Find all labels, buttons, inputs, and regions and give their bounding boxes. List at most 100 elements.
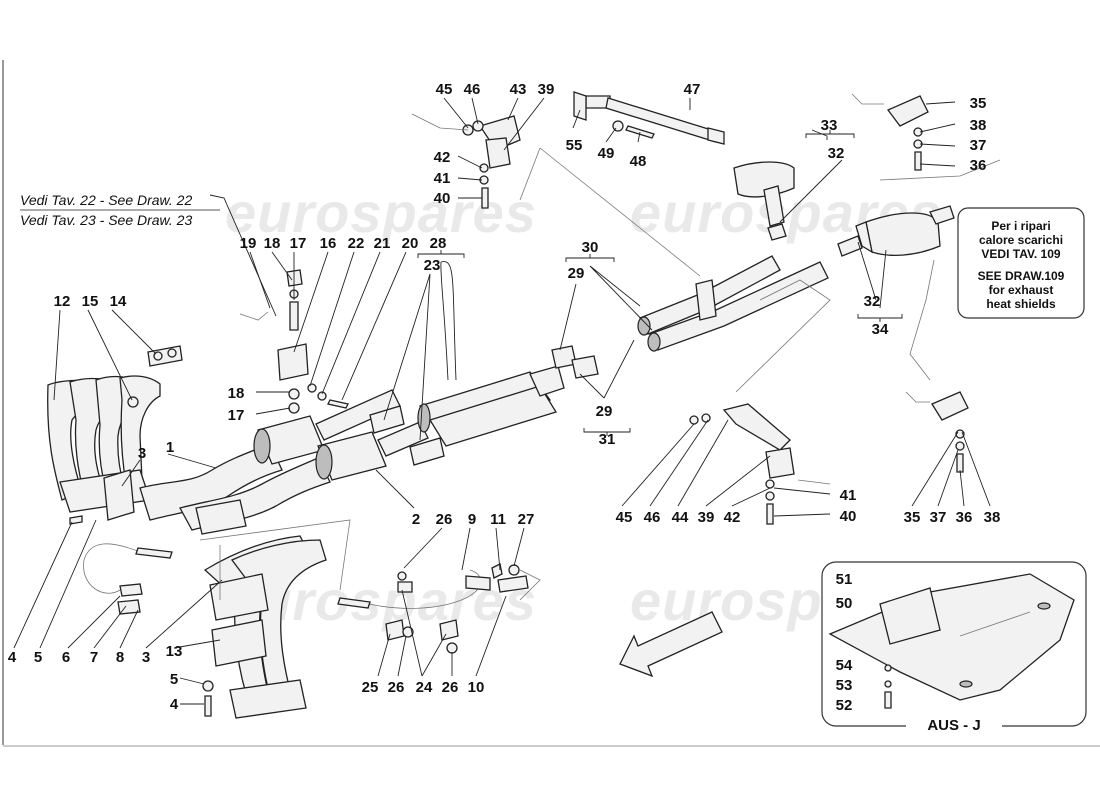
label-6: 6 xyxy=(62,649,70,666)
label-42-lower: 42 xyxy=(724,509,741,526)
bracket-16-19 xyxy=(239,269,349,414)
label-25: 25 xyxy=(362,679,379,696)
note-line-3: VEDI TAV. 109 xyxy=(981,247,1060,261)
inset-aus-j: AUS - J xyxy=(821,561,1087,734)
reference-dashed-lines xyxy=(199,147,1001,601)
heat-shield-note-box: Per i ripari calore scarichi VEDI TAV. 1… xyxy=(957,207,1085,319)
upper-right-hanger-group xyxy=(851,93,929,171)
label-31: 31 xyxy=(599,431,616,448)
note-line-5: for exhaust xyxy=(989,283,1054,297)
label-44: 44 xyxy=(672,509,689,526)
label-1: 1 xyxy=(166,439,174,456)
label-26-lower-a: 26 xyxy=(388,679,405,696)
note-line-2: calore scarichi xyxy=(979,233,1063,247)
label-43: 43 xyxy=(510,81,527,98)
label-38-lower: 38 xyxy=(984,509,1001,526)
label-20: 20 xyxy=(402,235,419,252)
label-16: 16 xyxy=(320,235,337,252)
label-39-lower: 39 xyxy=(698,509,715,526)
label-35-upper: 35 xyxy=(970,95,987,112)
front-pipe-cats xyxy=(139,389,429,535)
y-pipe xyxy=(637,255,829,352)
label-14: 14 xyxy=(110,293,127,310)
label-17: 17 xyxy=(290,235,307,252)
label-5-left: 5 xyxy=(34,649,42,666)
label-52: 52 xyxy=(836,697,853,714)
label-26-lower-b: 26 xyxy=(442,679,459,696)
label-2: 2 xyxy=(412,511,420,528)
label-39: 39 xyxy=(538,81,555,98)
label-26-upper: 26 xyxy=(436,511,453,528)
label-9: 9 xyxy=(468,511,476,528)
label-45: 45 xyxy=(436,81,453,98)
label-15: 15 xyxy=(82,293,99,310)
note-line-4: SEE DRAW.109 xyxy=(978,269,1065,283)
part-number-labels: 45 46 43 39 47 55 49 48 33 32 35 38 37 3… xyxy=(8,81,1001,714)
forward-direction-arrow xyxy=(619,611,723,678)
bolt-4b xyxy=(204,695,212,717)
label-7: 7 xyxy=(90,649,98,666)
label-12: 12 xyxy=(54,293,71,310)
label-47: 47 xyxy=(684,81,701,98)
label-21: 21 xyxy=(374,235,391,252)
skid-plate-bracket xyxy=(879,587,941,645)
label-41-lower: 41 xyxy=(840,487,857,504)
label-29-lower: 29 xyxy=(596,403,613,420)
label-48: 48 xyxy=(630,153,647,170)
label-35-lower: 35 xyxy=(904,509,921,526)
label-4-bottom: 4 xyxy=(170,696,179,713)
label-53: 53 xyxy=(836,677,853,694)
label-22: 22 xyxy=(348,235,365,252)
lambda-sensors xyxy=(83,543,491,615)
label-46-lower: 46 xyxy=(644,509,661,526)
label-11: 11 xyxy=(490,511,506,528)
label-18-lower: 18 xyxy=(228,385,245,402)
label-37-upper: 37 xyxy=(970,137,987,154)
lower-middle-hanger-group xyxy=(689,403,831,525)
note-line-6: heat shields xyxy=(986,297,1056,311)
label-3-upper: 3 xyxy=(138,445,146,462)
label-40-lower: 40 xyxy=(840,508,857,525)
label-36-upper: 36 xyxy=(970,157,987,174)
label-42-upper: 42 xyxy=(434,149,451,166)
skid-plate xyxy=(828,573,1075,701)
label-30: 30 xyxy=(582,239,599,256)
label-8: 8 xyxy=(116,649,124,666)
label-27: 27 xyxy=(518,511,535,528)
label-32-lower: 32 xyxy=(864,293,881,310)
inset-title: AUS - J xyxy=(927,717,980,734)
see-draw-23-reference: Vedi Tav. 23 - See Draw. 23 xyxy=(20,212,192,228)
nut-15 xyxy=(127,396,139,408)
washer-5b xyxy=(202,680,214,692)
label-3-lower: 3 xyxy=(142,649,150,666)
front-silencer xyxy=(733,161,795,241)
parts-drawing xyxy=(47,91,969,719)
label-32-upper: 32 xyxy=(828,145,845,162)
rear-exhaust-manifold xyxy=(203,535,327,719)
label-33: 33 xyxy=(821,117,838,134)
rear-silencer xyxy=(837,205,955,257)
gasket-14 xyxy=(147,345,183,367)
label-41-upper: 41 xyxy=(434,170,451,187)
label-51: 51 xyxy=(836,571,853,588)
label-18: 18 xyxy=(264,235,281,252)
label-19: 19 xyxy=(240,235,257,252)
label-13: 13 xyxy=(166,643,183,660)
label-50: 50 xyxy=(836,595,853,612)
gasket-3 xyxy=(103,469,135,521)
label-17-lower: 17 xyxy=(228,407,245,424)
label-38-upper: 38 xyxy=(970,117,987,134)
label-55: 55 xyxy=(566,137,583,154)
note-line-1: Per i ripari xyxy=(991,219,1050,233)
label-36-lower: 36 xyxy=(956,509,973,526)
label-5-bottom: 5 xyxy=(170,671,178,688)
label-40-upper: 40 xyxy=(434,190,451,207)
bolt-4a xyxy=(69,515,83,525)
label-24: 24 xyxy=(416,679,433,696)
label-34: 34 xyxy=(872,321,889,338)
label-28: 28 xyxy=(430,235,447,252)
label-49: 49 xyxy=(598,145,615,162)
label-10: 10 xyxy=(468,679,485,696)
label-4-left: 4 xyxy=(8,649,17,666)
